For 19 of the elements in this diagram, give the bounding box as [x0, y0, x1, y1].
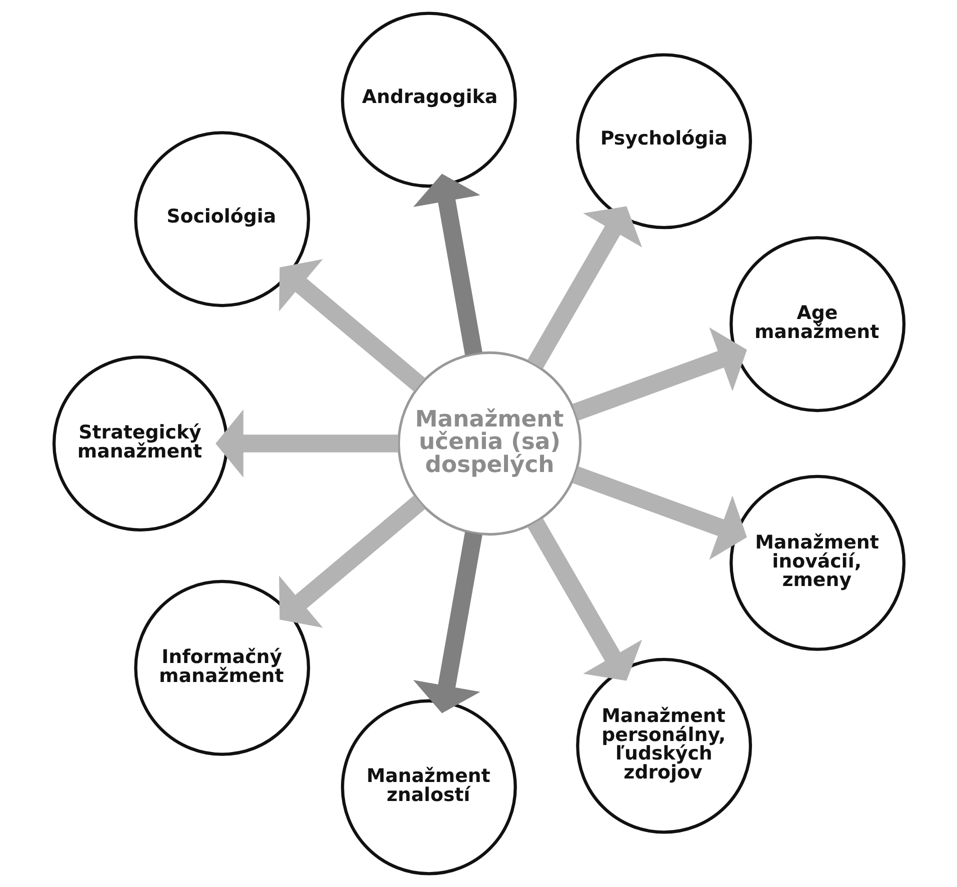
- arrow: [527, 518, 642, 681]
- node-circle: Manažment personálny, ľudských zdrojov: [576, 658, 752, 834]
- arrow: [527, 206, 642, 369]
- node-circle: Age manažment: [729, 236, 906, 412]
- node-circle: Strategický manažment: [52, 356, 228, 532]
- node-circle: Andragogika: [340, 12, 516, 188]
- arrow: [412, 174, 482, 356]
- arrow: [572, 327, 746, 421]
- arrow: [572, 466, 746, 560]
- arrow: [278, 495, 425, 628]
- node-circle: Psychológia: [576, 53, 752, 230]
- arrow: [278, 259, 425, 392]
- node-circle: Manažment inovácií, zmeny: [729, 474, 906, 651]
- node-circle: Manažment znalostí: [340, 699, 516, 876]
- node-circle: Sociológia: [134, 131, 310, 308]
- node-circle: Manažment učenia (sa) dospelých: [396, 351, 582, 536]
- arrow: [215, 409, 398, 478]
- arrow: [412, 532, 482, 714]
- node-circle: Informačný manažment: [134, 580, 310, 756]
